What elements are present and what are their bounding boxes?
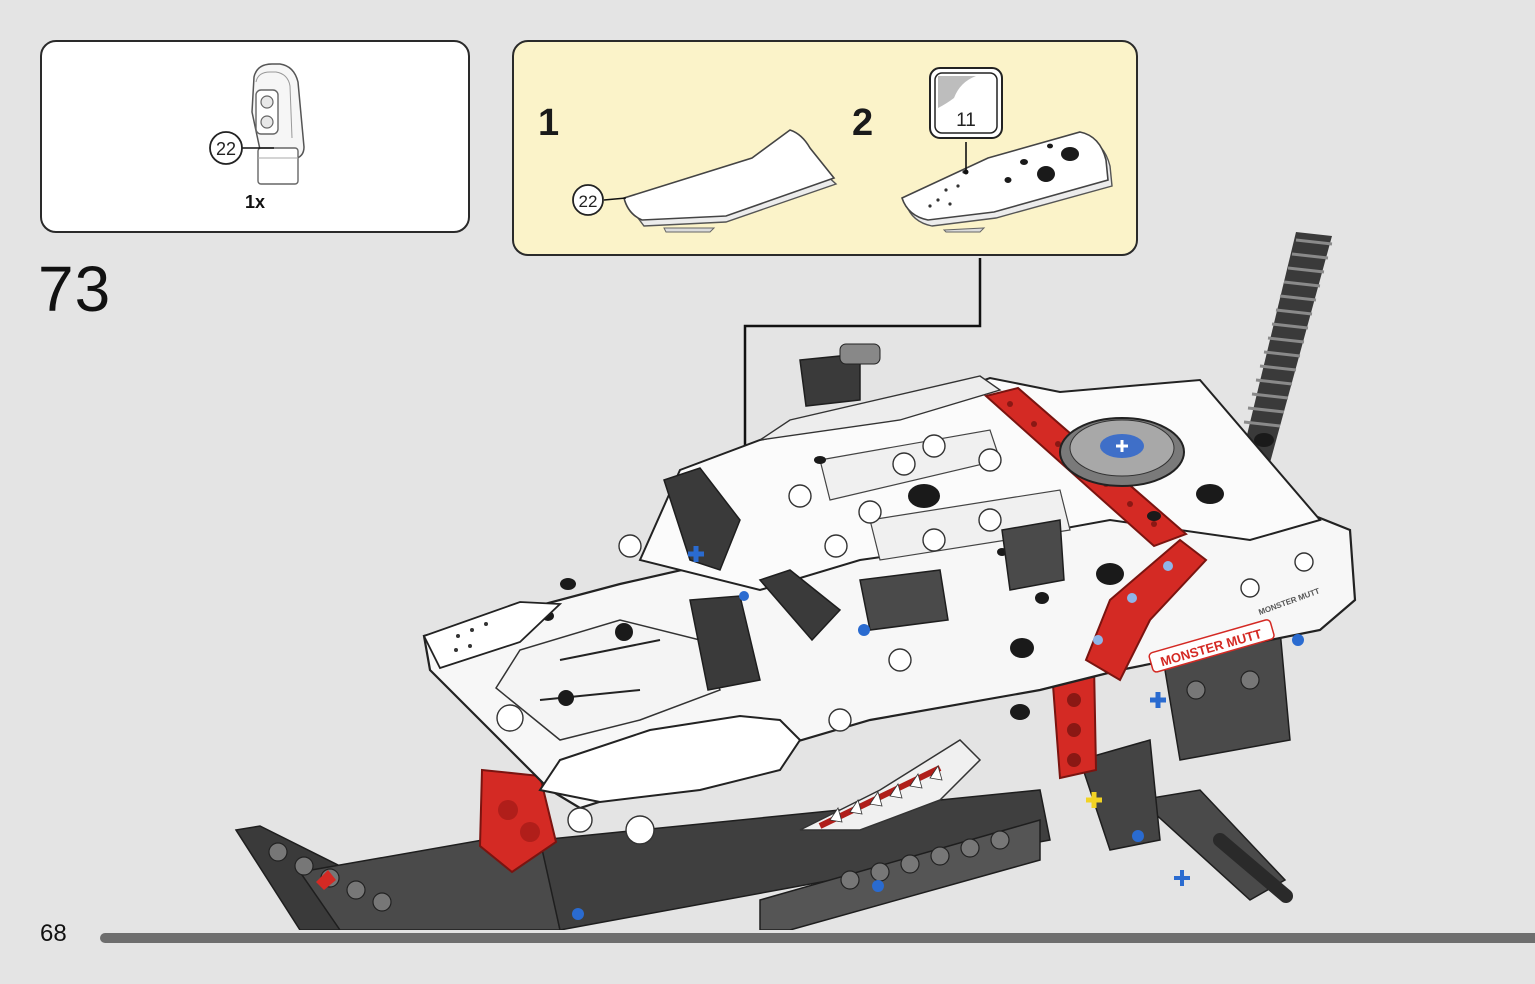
part-quantity: 1x <box>244 192 266 212</box>
left-wing-panel <box>422 601 563 670</box>
red-side-stripe <box>1084 538 1208 682</box>
subassembly-illustration: 22 11 <box>572 67 1113 233</box>
chassis-frame <box>234 629 1293 930</box>
shark-mouth-decal <box>799 739 982 831</box>
antenna-spring <box>1240 232 1333 470</box>
substep-2-label: 2 <box>852 102 874 144</box>
engine-blocks <box>663 343 1065 691</box>
sticker-peel-icon <box>938 76 976 108</box>
part-id-text: 22 <box>216 139 236 159</box>
front-panel-target <box>538 714 802 804</box>
part-illustration: 22 <box>209 63 305 185</box>
substep-part-text: 22 <box>579 192 598 211</box>
progress-bar <box>100 933 1535 943</box>
substep-part-badge <box>572 184 604 216</box>
plain-panel-icon <box>623 129 838 233</box>
sticker-number: 11 <box>956 110 976 131</box>
model-illustration: MONSTER MUTT MONSTER MUTT <box>234 232 1357 930</box>
stickered-panel-icon <box>901 131 1113 233</box>
red-suspension-parts <box>478 662 1098 874</box>
subassembly-callout-box: 1 2 22 <box>512 40 1138 256</box>
page-number: 68 <box>40 920 67 947</box>
step-number: 73 <box>38 253 112 325</box>
parts-callout-box: 22 1x <box>40 40 470 233</box>
substep-1-label: 1 <box>538 102 560 144</box>
part-id-badge <box>209 131 243 165</box>
